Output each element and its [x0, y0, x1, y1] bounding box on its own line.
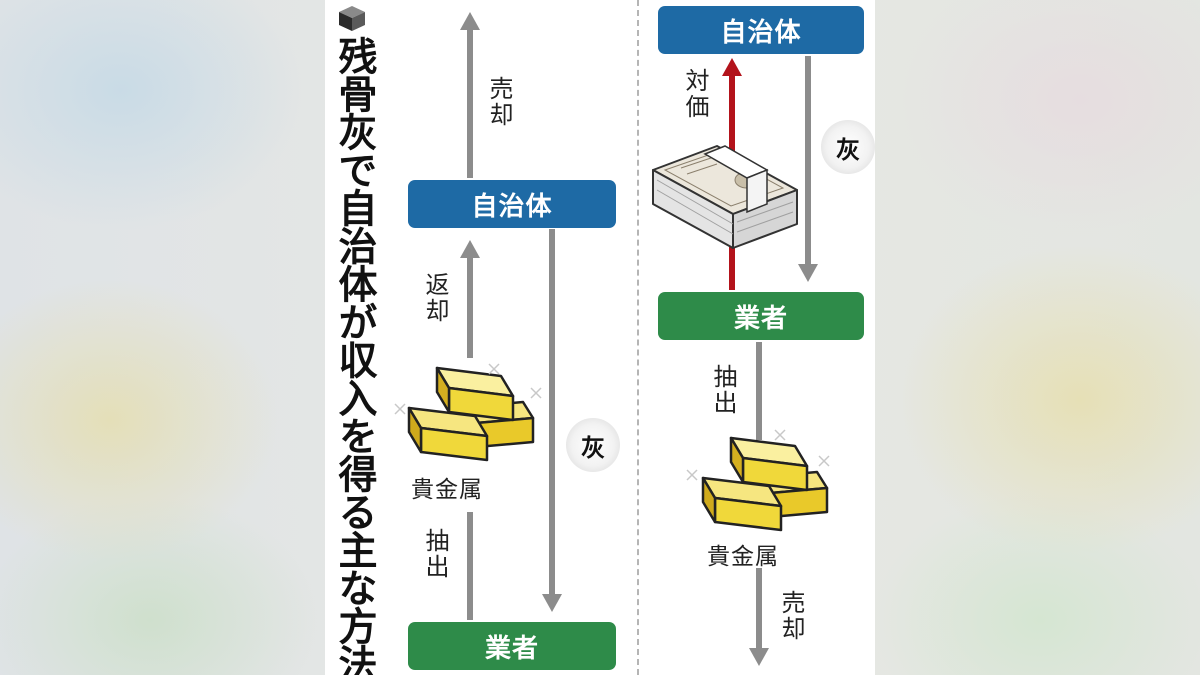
- left-ash-label: 灰: [566, 418, 620, 472]
- left-ash-arrow: [542, 229, 562, 612]
- right-payment-label: 対価: [681, 68, 709, 120]
- left-sell-arrow: [460, 12, 480, 178]
- right-ash-label: 灰: [821, 120, 875, 174]
- flow-arrows: [394, 12, 830, 666]
- section-divider: [637, 0, 639, 675]
- page-title: 残骨灰で自治体が収入を得る主な方法: [332, 36, 377, 675]
- left-municipality-box: 自治体: [408, 180, 616, 228]
- right-precious-metals-label: 貴金属: [707, 544, 779, 570]
- infographic-panel: 残骨灰で自治体が収入を得る主な方法: [325, 0, 875, 675]
- left-precious-metals-label: 貴金属: [411, 477, 483, 503]
- right-sell-arrow: [749, 568, 769, 666]
- gold-bars-icon: [394, 363, 542, 462]
- left-return-label: 返却: [421, 272, 449, 324]
- left-sell-label: 売却: [485, 76, 513, 128]
- left-return-arrow: [460, 240, 480, 358]
- right-ash-arrow: [798, 56, 818, 282]
- title-column: 残骨灰で自治体が収入を得る主な方法: [325, 0, 380, 675]
- banknote-bundle-icon: [652, 145, 798, 249]
- gold-bars-icon: [686, 429, 830, 532]
- cube-icon: [339, 6, 365, 31]
- left-vendor-box: 業者: [408, 622, 616, 670]
- right-vendor-box: 業者: [658, 292, 864, 340]
- right-extract-label: 抽出: [709, 364, 737, 416]
- left-extract-label: 抽出: [421, 528, 449, 580]
- right-municipality-box: 自治体: [658, 6, 864, 54]
- right-sell-label: 売却: [777, 590, 805, 642]
